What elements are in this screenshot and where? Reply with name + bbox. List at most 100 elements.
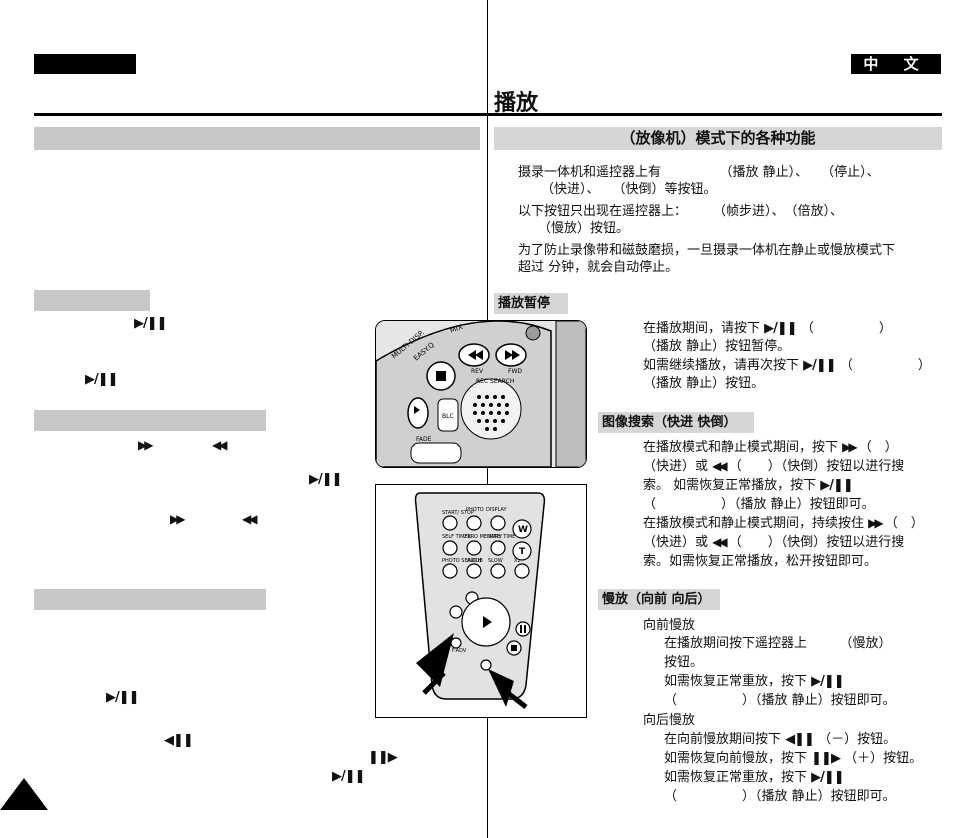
pause-heading: 播放暂停 — [494, 293, 568, 314]
search-text: （ ） — [884, 516, 924, 531]
photo-search-label: PHOTO SEARCH — [442, 558, 482, 564]
pause-text: 在播放期间，请按下 — [643, 321, 761, 336]
w-label: W — [518, 525, 528, 535]
slow-forward-button[interactable] — [480, 659, 492, 671]
play-pause-icon: ▶/❚❚ — [106, 690, 140, 705]
search-line: （快进）或 ◀◀ （ ）（快倒）按钮以进行搜 — [643, 458, 904, 475]
search-text: （快进）或 — [643, 459, 709, 474]
zero-memory-label: ZERO MEMORY — [464, 534, 502, 540]
remote-figure: START/ STOP PHOTO DISPLAY SELF TIMER ZER… — [375, 484, 587, 718]
left-subhead-bar-2 — [34, 410, 266, 431]
page-corner-triangle — [0, 778, 48, 810]
slow-line: 如需恢复正常重放，按下 ▶/❚❚ — [664, 769, 845, 786]
left-section-bar — [34, 127, 480, 150]
fast-forward-icon: ▶▶ — [138, 438, 154, 452]
search-text: （快进）或 — [643, 535, 709, 550]
slow-heading: 慢放（向前 向后） — [598, 589, 720, 610]
intro-line: （慢放）按钮。 — [538, 221, 630, 236]
play-pause-button[interactable] — [407, 397, 429, 429]
pause-button[interactable] — [515, 621, 531, 637]
search-text: 在播放模式和静止模式期间，持续按住 — [643, 516, 865, 531]
photo-button[interactable] — [466, 515, 482, 531]
search-text: 在播放模式和静止模式期间，按下 — [643, 440, 839, 455]
rewind-icon: ◀◀ — [712, 459, 728, 473]
display-label: DISPLAY — [486, 507, 507, 513]
search-text: （ ） — [858, 440, 898, 455]
pause-line: 如需继续播放，请再次按下 ▶/❚❚ （ ） — [643, 357, 931, 374]
blc-button[interactable] — [437, 398, 459, 432]
search-text: 索。 如需恢复正常播放，按下 — [643, 478, 817, 493]
camcorder-figure: MULTI DISP. EASY.Q MIX REV FWD REC SEARC… — [375, 320, 587, 468]
left-subhead-bar-1 — [34, 290, 150, 311]
mix-label: MIX — [449, 323, 464, 335]
play-pause-icon: ▶/❚❚ — [803, 358, 837, 373]
search-line: （ ）（播放 静止）按钮即可。 — [643, 497, 875, 512]
rec-search-label: REC SEARCH — [476, 378, 514, 385]
pause-line: （播放 静止）按钮暂停。 — [643, 339, 791, 354]
intro-line: 以下按钮只出现在遥控器上： （帧步进）、 （倍放）、 — [518, 204, 844, 219]
speaker-grille — [460, 378, 522, 440]
left-subhead-bar-3 — [34, 589, 266, 610]
slow-button[interactable] — [490, 563, 506, 579]
search-line: 索。如需恢复正常播放，松开按钮即可。 — [643, 554, 878, 569]
start-stop-button[interactable] — [442, 515, 458, 531]
intro-line: 摄录一体机和遥控器上有 （播放 静止）、 （停止）、 — [518, 165, 880, 180]
rev-label: REV — [471, 368, 484, 375]
slow-line: （ ）（播放 静止）按钮即可。 — [664, 693, 896, 708]
zoom-t-button[interactable] — [512, 541, 532, 561]
search-line: （快进）或 ◀◀ （ ）（快倒）按钮以进行搜 — [643, 534, 904, 551]
slow-text: 如需恢复正常重放，按下 — [664, 674, 808, 689]
fwd-label: FWD — [508, 368, 522, 375]
self-timer-button[interactable] — [442, 540, 458, 556]
slow-reverse-icon: ◀❚❚ — [785, 732, 815, 747]
slow-text: （－）按钮。 — [818, 732, 897, 747]
play-pause-icon: ▶/❚❚ — [332, 769, 366, 784]
slow-text: 在向前慢放期间按下 — [664, 732, 782, 747]
date-time-label: DATE/ TIME — [487, 534, 515, 540]
camcorder-panel: MULTI DISP. EASY.Q MIX REV FWD REC SEARC… — [376, 321, 586, 467]
slow-text: （＋）按钮。 — [844, 751, 923, 766]
play-pause-icon: ▶/❚❚ — [764, 321, 798, 336]
fade-button[interactable] — [410, 442, 462, 464]
pointer-arrow-right — [488, 669, 528, 709]
t-label: T — [519, 547, 526, 557]
stop-button[interactable] — [426, 361, 456, 391]
date-time-button[interactable] — [490, 540, 506, 556]
rewind-button[interactable] — [458, 343, 490, 367]
zero-memory-button[interactable] — [466, 540, 482, 556]
slow-line: 在播放期间按下遥控器上 （慢放） — [664, 636, 892, 651]
play-pause-icon: ▶/❚❚ — [811, 674, 845, 689]
fade-label: FADE — [416, 436, 432, 443]
f-adv-button[interactable] — [450, 637, 462, 649]
play-pause-icon: ▶/❚❚ — [309, 472, 343, 487]
language-tab-left — [34, 54, 136, 74]
photo-search-button[interactable] — [442, 563, 458, 579]
display-button[interactable] — [490, 515, 506, 531]
a-dub-button[interactable] — [466, 563, 482, 579]
pause-line: （播放 静止）按钮。 — [643, 376, 765, 391]
x2-button[interactable] — [514, 563, 530, 579]
slow-text: 如需恢复正常重放，按下 — [664, 770, 808, 785]
search-line: 索。 如需恢复正常播放，按下 ▶/❚❚ — [643, 477, 854, 494]
pointer-arrow-left — [416, 633, 454, 695]
slow-forward-icon: ❚❚▶ — [811, 751, 841, 766]
zoom-w-button[interactable] — [512, 519, 532, 539]
slow-reverse-button[interactable] — [449, 605, 463, 619]
intro-line: 为了防止录像带和磁鼓磨损，一旦摄录一体机在静止或慢放模式下 — [518, 243, 896, 258]
rewind-icon: ◀◀ — [242, 512, 258, 526]
pause-line: 在播放期间，请按下 ▶/❚❚ （ ） — [643, 320, 892, 337]
fast-forward-button[interactable] — [495, 343, 527, 367]
slow-line: 在向前慢放期间按下 ◀❚❚ （－）按钮。 — [664, 731, 896, 748]
remote-control: START/ STOP PHOTO DISPLAY SELF TIMER ZER… — [414, 492, 546, 709]
f-adv-label: F.ADV — [452, 648, 467, 654]
start-stop-label: START/ STOP — [442, 510, 474, 516]
pause-text: （ ） — [800, 321, 892, 336]
slow-line: （ ）（播放 静止）按钮即可。 — [664, 789, 896, 804]
slow-line: 按钮。 — [664, 655, 704, 670]
fast-forward-icon: ▶▶ — [842, 440, 858, 454]
play-pause-icon: ▶/❚❚ — [134, 316, 168, 331]
slow-text: 如需恢复向前慢放，按下 — [664, 751, 808, 766]
pause-text: （ ） — [839, 358, 931, 373]
search-text: （ ）（快倒）按钮以进行搜 — [728, 535, 905, 550]
play-pause-icon: ▶/❚❚ — [811, 770, 845, 785]
